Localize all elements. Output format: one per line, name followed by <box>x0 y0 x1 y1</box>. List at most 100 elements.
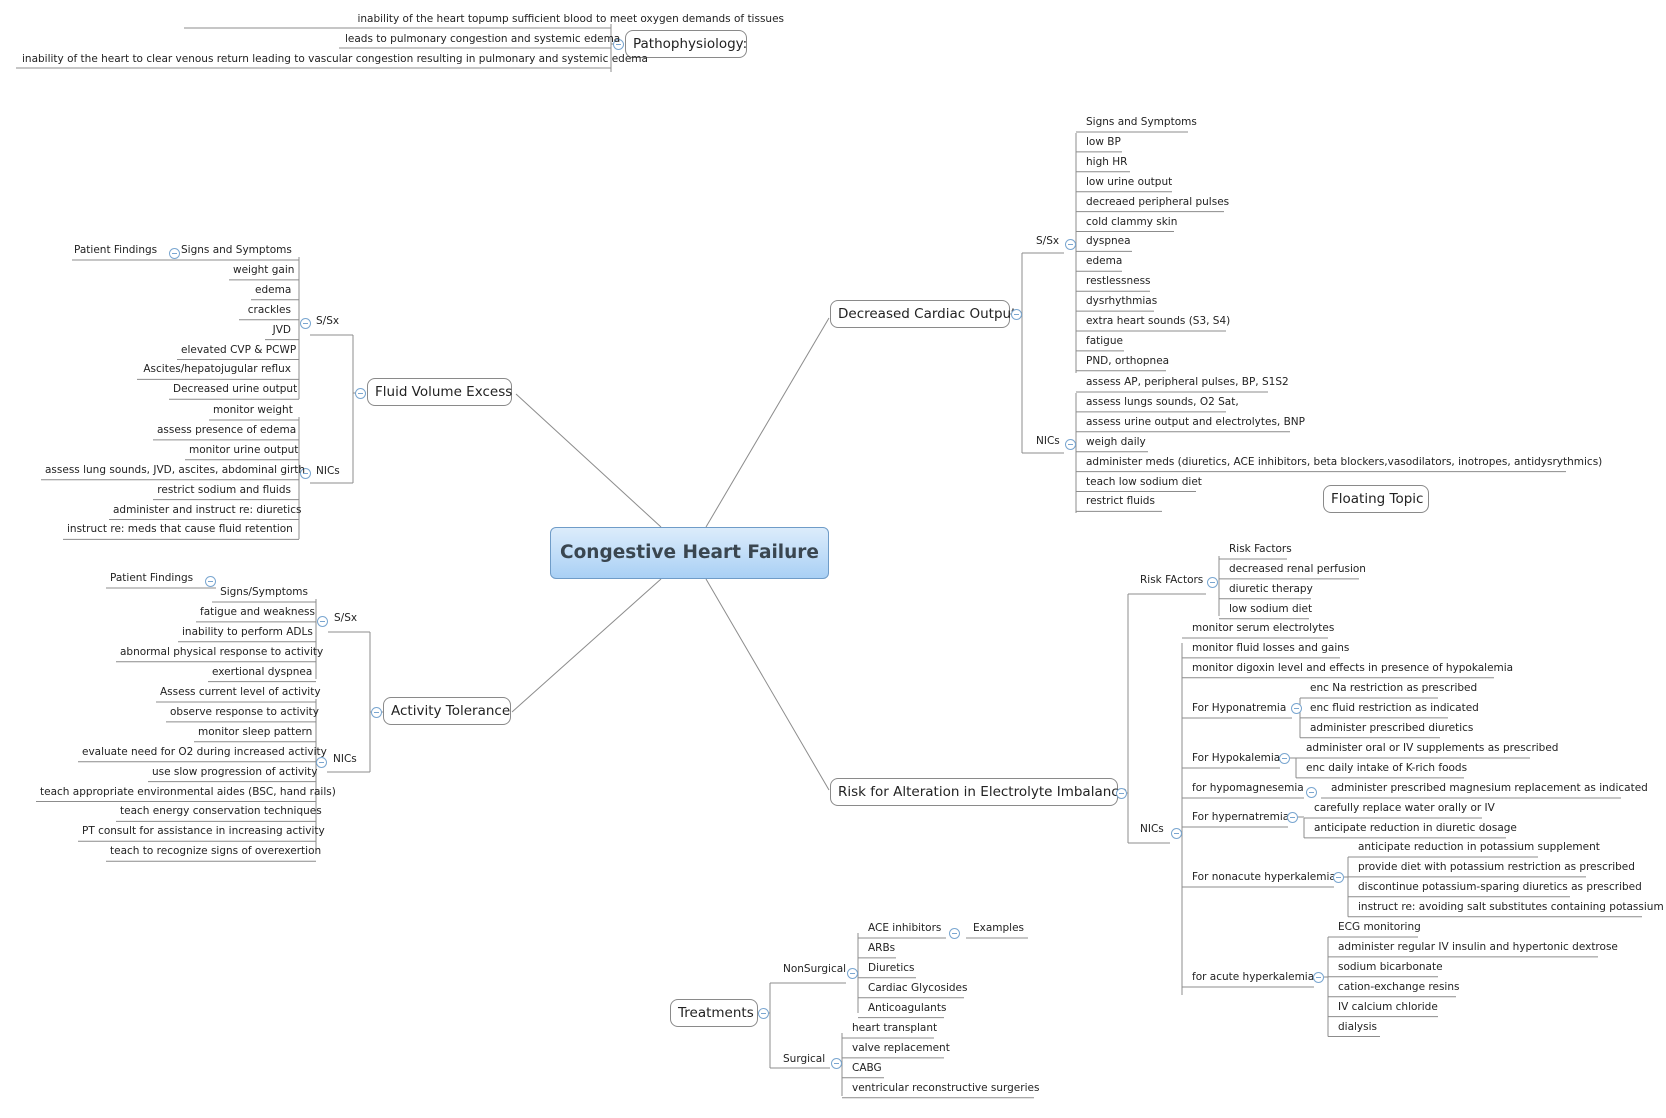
ei-hypernatremia-label[interactable]: For hypernatremia <box>1192 811 1290 823</box>
ei-acute-hyperkalemia-item[interactable]: ECG monitoring <box>1338 921 1421 933</box>
ei-nonacute-hyperkalemia-label[interactable]: For nonacute hyperkalemia <box>1192 871 1336 883</box>
electrolyte-imbalance-topic[interactable]: Risk for Alteration in Electrolyte Imbal… <box>830 778 1127 806</box>
at-nics-item[interactable]: evaluate need for O2 during increased ac… <box>82 745 327 758</box>
collapse-toggle-icon[interactable] <box>1312 971 1324 983</box>
dco-ssx-item[interactable]: low BP <box>1086 135 1121 148</box>
ei-risk-item[interactable]: Risk Factors <box>1229 543 1292 555</box>
ei-acute-hyperkalemia-item[interactable]: administer regular IV insulin and hypert… <box>1338 940 1618 953</box>
examples-label[interactable]: Examples <box>973 922 1025 934</box>
collapse-toggle-icon[interactable] <box>1286 811 1298 823</box>
ei-hypernatremia-item[interactable]: anticipate reduction in diuretic dosage <box>1314 821 1517 834</box>
collapse-toggle-icon[interactable] <box>1170 827 1182 839</box>
ei-risk-item[interactable]: diuretic therapy <box>1229 582 1313 595</box>
dco-nics-item[interactable]: restrict fluids <box>1086 495 1155 508</box>
collapse-toggle-icon[interactable] <box>316 615 328 627</box>
dco-ssx-item[interactable]: Signs and Symptoms <box>1086 116 1197 128</box>
central-topic[interactable]: Congestive Heart Failure <box>550 527 829 579</box>
fve-ssx-item[interactable]: weight gain <box>233 263 295 276</box>
collapse-toggle-icon[interactable] <box>1064 438 1076 450</box>
collapse-toggle-icon[interactable] <box>1206 576 1218 588</box>
fve-ssx-item[interactable]: JVD <box>272 323 291 336</box>
collapse-toggle-icon[interactable] <box>612 38 624 50</box>
fve-nics-item[interactable]: administer and instruct re: diuretics <box>113 503 302 516</box>
fve-nics-item[interactable]: assess presence of edema <box>157 423 297 436</box>
ei-acute-hyperkalemia-item[interactable]: cation-exchange resins <box>1338 980 1460 993</box>
ei-nics-item[interactable]: monitor digoxin level and effects in pre… <box>1192 661 1514 674</box>
at-ssx-item[interactable]: Signs/Symptoms <box>220 586 308 598</box>
at-ssx-item[interactable]: fatigue and weakness <box>200 605 315 618</box>
collapse-toggle-icon[interactable] <box>757 1007 769 1019</box>
collapse-toggle-icon[interactable] <box>1010 308 1022 320</box>
ei-nonacute-hyperkalemia-item[interactable]: provide diet with potassium restriction … <box>1358 860 1635 873</box>
collapse-toggle-icon[interactable] <box>370 706 382 718</box>
fve-nics-label[interactable]: NICs <box>316 465 340 477</box>
collapse-toggle-icon[interactable] <box>315 756 327 768</box>
collapse-toggle-icon[interactable] <box>1290 702 1302 714</box>
dco-ssx-item[interactable]: low urine output <box>1086 175 1173 188</box>
floating-topic[interactable]: Floating Topic <box>1323 485 1429 513</box>
ei-acute-hyperkalemia-label[interactable]: for acute hyperkalemia <box>1192 971 1315 983</box>
dco-ssx-item[interactable]: high HR <box>1086 155 1128 168</box>
ei-hypernatremia-item[interactable]: carefully replace water orally or IV <box>1314 802 1495 814</box>
at-ssx-item[interactable]: inability to perform ADLs <box>182 625 313 638</box>
nonsurgical-label[interactable]: NonSurgical <box>783 963 847 975</box>
fve-nics-item[interactable]: assess lung sounds, JVD, ascites, abdomi… <box>45 463 306 476</box>
at-ssx-item[interactable]: abnormal physical response to activity <box>120 645 324 658</box>
at-nics-item[interactable]: teach to recognize signs of overexertion <box>110 845 322 858</box>
collapse-toggle-icon[interactable] <box>204 575 216 587</box>
fve-ssx-item[interactable]: crackles <box>247 303 291 316</box>
dco-ssx-item[interactable]: extra heart sounds (S3, S4) <box>1086 315 1231 327</box>
ei-nonacute-hyperkalemia-item[interactable]: instruct re: avoiding salt substitutes c… <box>1358 900 1664 913</box>
dco-ssx-item[interactable]: PND, orthopnea <box>1086 354 1170 367</box>
fve-nics-item[interactable]: instruct re: meds that cause fluid reten… <box>67 523 293 536</box>
nonsurgical-item-item[interactable]: Anticoagulants <box>868 1001 947 1014</box>
decreased-cardiac-output-topic[interactable]: Decreased Cardiac Output <box>830 300 1016 328</box>
surgical-item-item[interactable]: valve replacement <box>852 1041 950 1054</box>
dco-ssx-item[interactable]: cold clammy skin <box>1086 215 1178 228</box>
dco-nics-label[interactable]: NICs <box>1036 435 1060 447</box>
ei-hypokalemia-item[interactable]: administer oral or IV supplements as pre… <box>1306 742 1559 754</box>
ei-hyponatremia-label[interactable]: For Hyponatremia <box>1192 702 1287 714</box>
at-nics-item[interactable]: teach energy conservation techniques <box>120 805 322 818</box>
fve-nics-item[interactable]: monitor urine output <box>189 443 299 456</box>
pathophysiology-topic[interactable]: Pathophysiology: <box>625 30 747 58</box>
ei-risk-factors-label[interactable]: Risk FActors <box>1140 574 1204 586</box>
nonsurgical-item-item[interactable]: Cardiac Glycosides <box>868 981 968 994</box>
ei-hypokalemia-item[interactable]: enc daily intake of K-rich foods <box>1306 761 1468 774</box>
pathophysiology-item[interactable]: inability of the heart to clear venous r… <box>22 53 648 65</box>
at-ssx-label[interactable]: S/Sx <box>334 612 358 624</box>
at-nics-label[interactable]: NICs <box>333 753 357 765</box>
pathophysiology-item[interactable]: inability of the heart topump sufficient… <box>357 13 784 25</box>
fve-ssx-label[interactable]: S/Sx <box>316 315 340 327</box>
at-nics-item[interactable]: PT consult for assistance in increasing … <box>82 825 325 838</box>
nonsurgical-item-item[interactable]: ACE inhibitors <box>868 922 942 934</box>
collapse-toggle-icon[interactable] <box>354 387 366 399</box>
dco-ssx-label[interactable]: S/Sx <box>1036 235 1060 247</box>
dco-ssx-item[interactable]: decreaed peripheral pulses <box>1086 195 1230 208</box>
dco-ssx-item[interactable]: dysrhythmias <box>1086 295 1158 308</box>
ei-hypomagnesemia-item[interactable]: administer prescribed magnesium replacem… <box>1331 782 1648 794</box>
fve-ssx-item[interactable]: edema <box>255 283 292 296</box>
ei-acute-hyperkalemia-item[interactable]: IV calcium chloride <box>1338 1000 1438 1013</box>
pathophysiology-item[interactable]: leads to pulmonary congestion and system… <box>345 33 621 45</box>
at-nics-item[interactable]: use slow progression of activity <box>152 765 318 778</box>
activity-tolerance-topic[interactable]: Activity Tolerance <box>383 697 511 725</box>
surgical-label[interactable]: Surgical <box>783 1053 826 1065</box>
at-ssx-item[interactable]: exertional dyspnea <box>212 665 313 678</box>
ei-hyponatremia-item[interactable]: enc Na restriction as prescribed <box>1310 682 1478 694</box>
ei-hyponatremia-item[interactable]: enc fluid restriction as indicated <box>1310 701 1479 714</box>
fve-nics-item[interactable]: monitor weight <box>213 404 293 416</box>
dco-nics-item[interactable]: teach low sodium diet <box>1086 475 1202 488</box>
fluid-volume-excess-topic[interactable]: Fluid Volume Excess <box>367 378 512 406</box>
fve-ssx-item[interactable]: elevated CVP & PCWP <box>181 343 297 356</box>
collapse-toggle-icon[interactable] <box>1115 787 1127 799</box>
ei-nics-item[interactable]: monitor fluid losses and gains <box>1192 641 1350 654</box>
surgical-item-item[interactable]: ventricular reconstructive surgeries <box>852 1081 1040 1094</box>
ei-hyponatremia-item[interactable]: administer prescribed diuretics <box>1310 721 1474 734</box>
nonsurgical-item-item[interactable]: ARBs <box>868 941 896 954</box>
at-nics-item[interactable]: Assess current level of activity <box>160 686 321 698</box>
ei-nics-label[interactable]: NICs <box>1140 823 1164 835</box>
dco-nics-item[interactable]: assess urine output and electrolytes, BN… <box>1086 415 1305 428</box>
collapse-toggle-icon[interactable] <box>1332 871 1344 883</box>
dco-nics-item[interactable]: administer meds (diuretics, ACE inhibito… <box>1086 455 1603 468</box>
